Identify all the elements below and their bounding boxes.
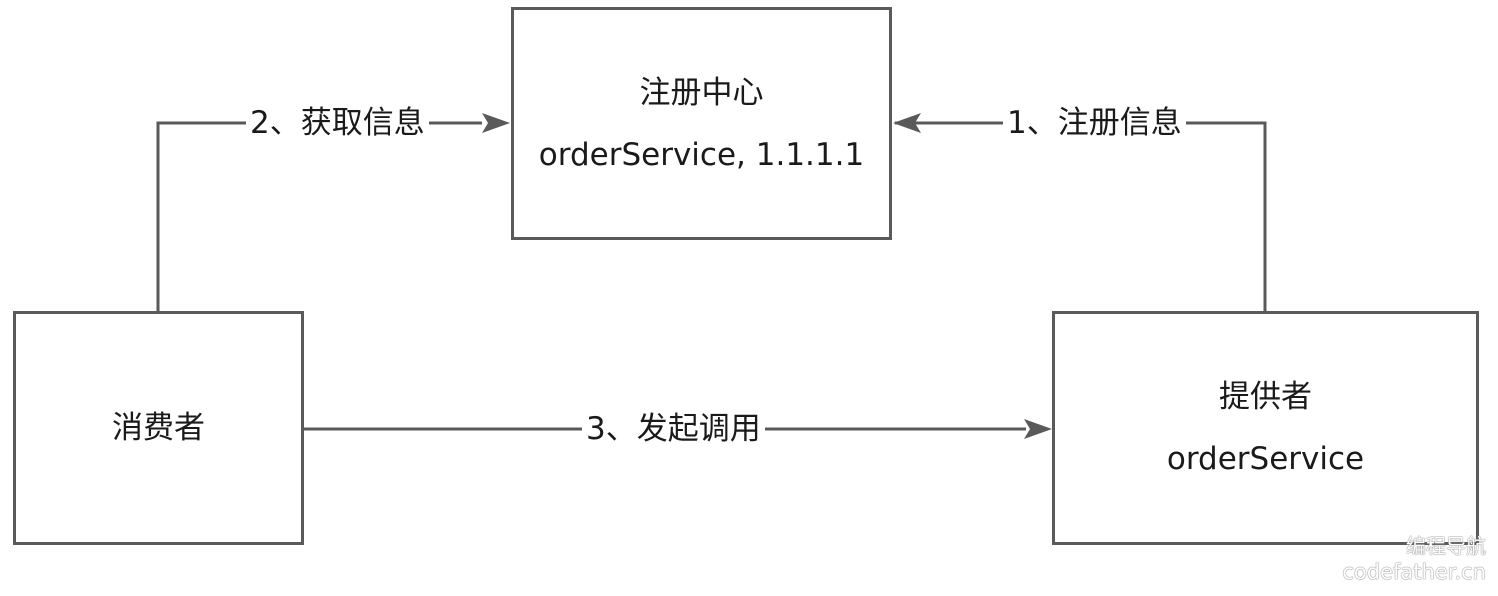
provider-node: 提供者 orderService (1052, 311, 1479, 545)
edge-invoke-arrowhead (1024, 419, 1052, 439)
registry-title: 注册中心 (639, 74, 764, 111)
edge-invoke-label: 3、发起调用 (582, 409, 765, 449)
edge-fetch-label: 2、获取信息 (246, 103, 429, 143)
registry-node: 注册中心 orderService, 1.1.1.1 (511, 7, 892, 240)
consumer-title: 消费者 (112, 410, 205, 446)
edge-fetch-line (156, 121, 482, 311)
provider-title: 提供者 (1219, 379, 1312, 415)
watermark-url: codefather.cn (1342, 560, 1486, 584)
edge-register-line (895, 121, 1267, 311)
edge-fetch-arrowhead (482, 113, 510, 133)
edge-register-arrowhead (893, 113, 921, 133)
provider-detail: orderService (1166, 441, 1365, 477)
watermark-title: 编程导航 (1406, 534, 1486, 558)
consumer-node: 消费者 (13, 311, 304, 545)
edge-register-label: 1、注册信息 (1003, 103, 1186, 143)
registry-detail: orderService, 1.1.1.1 (538, 136, 865, 173)
